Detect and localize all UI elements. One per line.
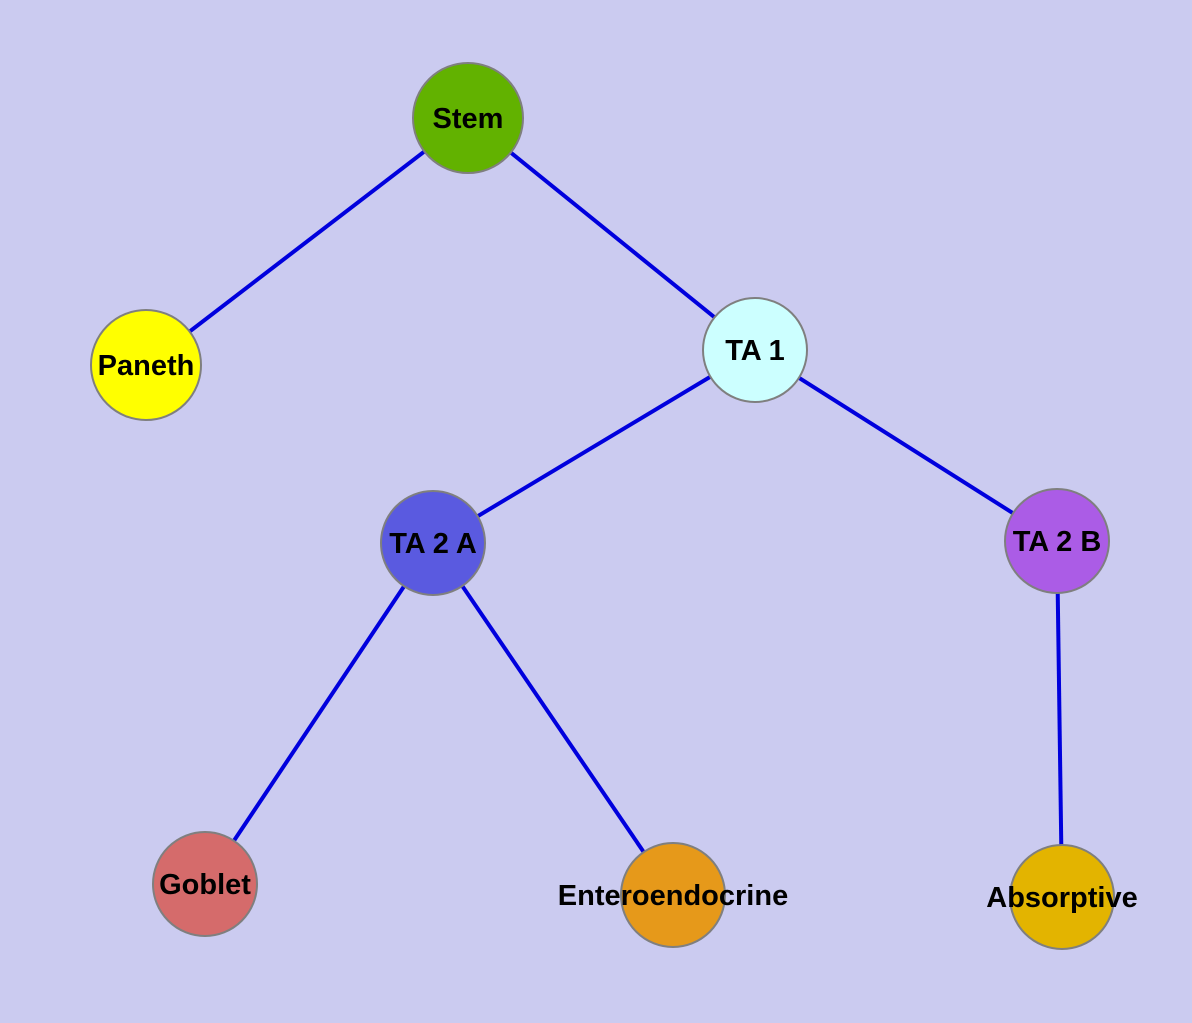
node-stem: Stem (412, 62, 524, 174)
edges-layer (144, 116, 1064, 898)
node-ta2b: TA 2 B (1004, 488, 1110, 594)
node-goblet: Goblet (152, 831, 258, 937)
node-ta2a: TA 2 A (380, 490, 486, 596)
node-circle-paneth (90, 309, 202, 421)
edge-ta1-ta2b (753, 348, 1059, 543)
node-circle-absorptive (1009, 844, 1115, 950)
edge-ta1-ta2a (431, 348, 757, 545)
node-circle-enteroendocrine (620, 842, 726, 948)
node-circle-goblet (152, 831, 258, 937)
node-circle-ta2b (1004, 488, 1110, 594)
edge-ta2b-absorptive (1055, 540, 1064, 898)
edge-ta2a-goblet (203, 541, 435, 886)
node-circle-ta2a (380, 490, 486, 596)
edge-stem-ta1 (466, 116, 757, 352)
edge-stem-paneth (144, 116, 470, 367)
node-paneth: Paneth (90, 309, 202, 421)
node-ta1: TA 1 (702, 297, 808, 403)
node-circle-ta1 (702, 297, 808, 403)
node-circle-stem (412, 62, 524, 174)
edge-ta2a-enteroendocrine (431, 541, 675, 897)
